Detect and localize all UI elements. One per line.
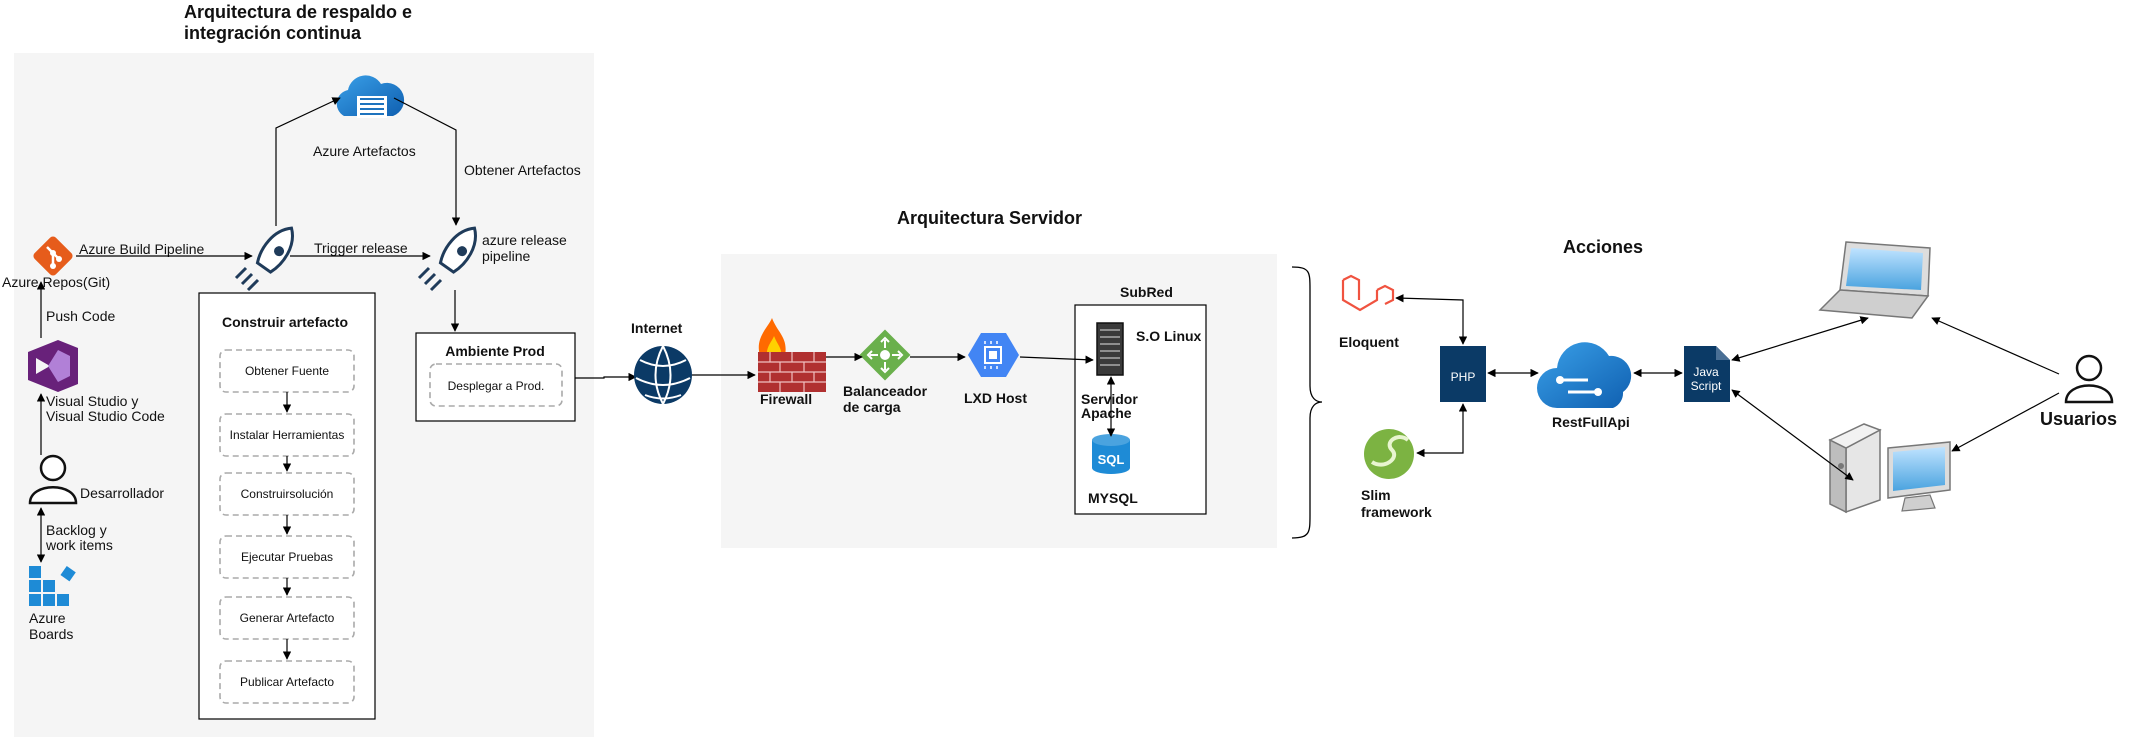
developer-label: Desarrollador xyxy=(80,485,164,501)
linux-server-icon xyxy=(1096,322,1124,376)
visual-studio-icon xyxy=(28,340,78,392)
release-pipeline-rocket-icon xyxy=(417,226,477,292)
mysql-label: MYSQL xyxy=(1088,490,1138,506)
azure-artifacts-label: Azure Artefactos xyxy=(313,143,416,159)
azure-boards-label-line2: Boards xyxy=(29,626,73,642)
eloquent-label: Eloquent xyxy=(1339,334,1399,350)
group-brace xyxy=(1291,266,1323,539)
deploy-step-box xyxy=(429,363,563,407)
users-label: Usuarios xyxy=(2040,409,2117,429)
actions-section: Acciones Eloquent PHP Slim framework Res… xyxy=(1339,237,2117,520)
step-label: Obtener Fuente xyxy=(245,364,329,378)
server-connectors xyxy=(692,352,1116,437)
visual-studio-label-line2: Visual Studio Code xyxy=(46,408,165,424)
slim-label-line2: framework xyxy=(1361,504,1432,520)
azure-boards-label-line1: Azure xyxy=(29,610,66,626)
apache-server-label-line2: Apache xyxy=(1081,405,1132,421)
slim-framework-icon xyxy=(1364,429,1414,479)
push-code-label: Push Code xyxy=(46,308,115,324)
visual-studio-label-line1: Visual Studio y xyxy=(46,393,138,409)
azure-release-label-line1: azure release xyxy=(482,232,567,248)
step-label: Publicar Artefacto xyxy=(240,675,334,689)
ci-cd-section: Arquitectura de respaldo e integración c… xyxy=(2,2,637,737)
lxd-host-label: LXD Host xyxy=(964,390,1027,406)
step-label: Construirsolución xyxy=(241,487,334,501)
linux-os-label: S.O Linux xyxy=(1136,328,1202,344)
git-icon xyxy=(33,236,73,276)
azure-build-pipeline-label: Azure Build Pipeline xyxy=(79,241,205,257)
users-icon xyxy=(2064,354,2114,404)
firewall-icon xyxy=(758,318,826,392)
actions-title: Acciones xyxy=(1563,237,1643,257)
laptop-icon xyxy=(1818,241,1931,319)
server-section: Arquitectura Servidor Internet Firewall … xyxy=(631,208,1277,548)
load-balancer-label-line1: Balanceador xyxy=(843,383,928,399)
sql-icon-text: SQL xyxy=(1098,452,1125,467)
build-pipeline-rocket-icon xyxy=(234,226,294,292)
step-label: Generar Artefacto xyxy=(240,611,335,625)
internet-globe-icon xyxy=(634,345,692,405)
azure-boards-icon xyxy=(29,566,76,606)
slim-label-line1: Slim xyxy=(1361,487,1391,503)
rest-api-cloud-icon xyxy=(1537,342,1632,408)
obtener-artefactos-label: Obtener Artefactos xyxy=(464,162,581,178)
load-balancer-icon xyxy=(859,329,911,381)
build-artifact-title: Construir artefacto xyxy=(222,314,348,330)
restfullapi-label: RestFullApi xyxy=(1552,414,1630,430)
php-icon-text: PHP xyxy=(1451,370,1476,384)
ci-cd-title-line1: Arquitectura de respaldo e xyxy=(184,2,412,22)
js-icon-text-line1: Java xyxy=(1693,365,1719,379)
azure-release-label-line2: pipeline xyxy=(482,248,530,264)
js-icon-text-line2: Script xyxy=(1691,379,1722,393)
server-title: Arquitectura Servidor xyxy=(897,208,1082,228)
ci-cd-title-line2: integración continua xyxy=(184,23,362,43)
backlog-label-line1: Backlog y xyxy=(46,522,107,538)
step-label: Ejecutar Pruebas xyxy=(241,550,333,564)
firewall-label: Firewall xyxy=(760,391,812,407)
javascript-file-icon: Java Script xyxy=(1684,346,1730,402)
actions-connectors xyxy=(1395,294,2060,481)
desktop-computer-icon xyxy=(1828,423,1951,514)
deploy-step-label: Desplegar a Prod. xyxy=(448,379,545,393)
backlog-label-line2: work items xyxy=(45,537,113,553)
azure-artifacts-icon xyxy=(336,75,405,118)
trigger-release-label: Trigger release xyxy=(314,240,408,256)
php-file-icon: PHP xyxy=(1440,346,1486,402)
subnet-label: SubRed xyxy=(1120,284,1173,300)
developer-user-icon xyxy=(28,454,78,505)
ci-cd-connectors xyxy=(36,97,637,563)
internet-label: Internet xyxy=(631,320,683,336)
azure-repos-label: Azure Repos(Git) xyxy=(2,274,110,290)
load-balancer-label-line2: de carga xyxy=(843,399,901,415)
laravel-icon xyxy=(1341,274,1395,312)
lxd-host-icon xyxy=(968,333,1019,377)
sql-database-icon: SQL xyxy=(1092,434,1130,474)
build-steps: Obtener Fuente Instalar Herramientas Con… xyxy=(219,349,355,704)
step-label: Instalar Herramientas xyxy=(230,428,345,442)
step-box xyxy=(219,660,355,704)
prod-environment-title: Ambiente Prod xyxy=(445,343,545,359)
